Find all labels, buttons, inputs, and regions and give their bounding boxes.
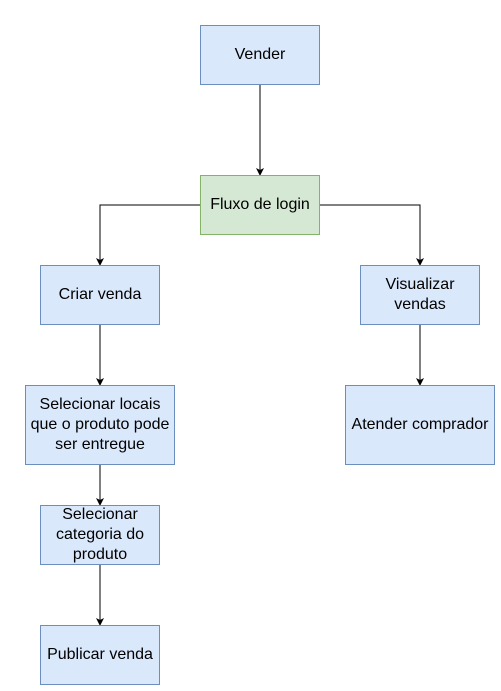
node-visualizar-vendas-label: Visualizar vendas xyxy=(385,276,455,313)
node-selecionar-categoria[interactable]: Selecionar categoria do produto xyxy=(40,505,160,565)
node-vender-label: Vender xyxy=(234,46,286,63)
node-atender-comprador-label: Atender comprador xyxy=(351,416,489,433)
edge-fluxo-login-to-criar-venda xyxy=(96,204,200,266)
node-atender-comprador[interactable]: Atender comprador xyxy=(345,385,495,465)
node-criar-venda-label: Criar venda xyxy=(58,286,142,303)
node-visualizar-vendas[interactable]: Visualizar vendas xyxy=(360,265,480,325)
node-vender[interactable]: Vender xyxy=(200,25,320,85)
node-selecionar-categoria-label: Selecionar categoria do produto xyxy=(55,506,145,563)
node-publicar-venda-label: Publicar venda xyxy=(47,646,153,663)
node-criar-venda[interactable]: Criar venda xyxy=(40,265,160,325)
node-selecionar-locais[interactable]: Selecionar locais que o produto pode ser… xyxy=(25,385,175,465)
node-selecionar-locais-label: Selecionar locais que o produto pode ser… xyxy=(30,396,170,453)
node-fluxo-de-login[interactable]: Fluxo de login xyxy=(200,175,320,235)
edge-fluxo-login-to-visualizar-vendas xyxy=(320,204,424,266)
node-publicar-venda[interactable]: Publicar venda xyxy=(40,625,160,685)
node-fluxo-de-login-label: Fluxo de login xyxy=(210,196,310,213)
